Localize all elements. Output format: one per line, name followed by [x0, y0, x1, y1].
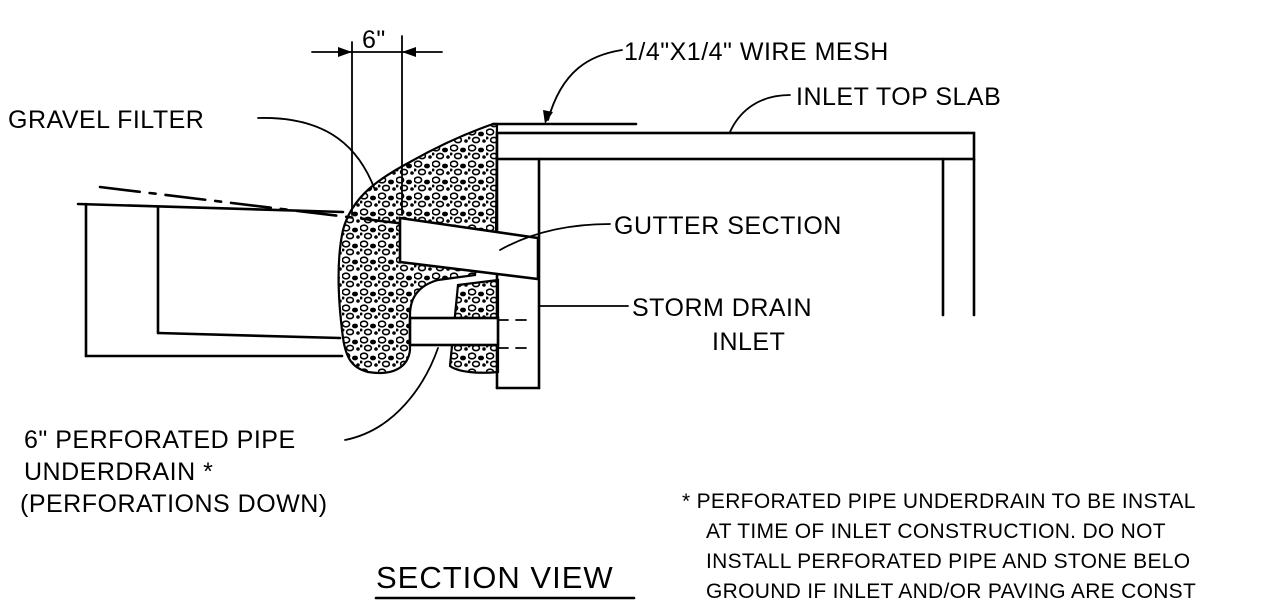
inlet-top-slab-label: INLET TOP SLAB: [796, 83, 1001, 111]
dimension-arrow-left: [338, 47, 352, 57]
storm-drain-label-line1: STORM DRAIN: [632, 294, 812, 322]
pavement-top: [76, 202, 345, 214]
footnote-line2: AT TIME OF INLET CONSTRUCTION. DO NOT: [706, 520, 1166, 543]
leader-gutter-section: [499, 223, 611, 251]
leader-wire-mesh: [547, 49, 623, 121]
footnote-line3: INSTALL PERFORATED PIPE AND STONE BELO: [706, 550, 1190, 573]
section-view-title: SECTION VIEW: [376, 560, 614, 595]
leader-inlet-top-slab: [729, 94, 791, 133]
perforated-pipe-label-line2: UNDERDRAIN *: [24, 458, 213, 486]
dimension-label: 6": [362, 26, 386, 54]
perforated-pipe-label-line1: 6" PERFORATED PIPE: [24, 426, 296, 454]
wire-mesh-label: 1/4"X1/4" WIRE MESH: [624, 38, 889, 66]
gutter-section-label: GUTTER SECTION: [614, 212, 842, 240]
footnote-line4: GROUND IF INLET AND/OR PAVING ARE CONST: [706, 580, 1196, 603]
perforated-pipe-label-line3: (PERFORATIONS DOWN): [20, 490, 328, 518]
leader-gravel-filter: [257, 117, 376, 191]
leader-wire-mesh-arrow: [543, 110, 553, 124]
leader-perforated-pipe: [344, 347, 439, 441]
gutter-section-block: [398, 216, 540, 281]
inlet-top-slab: [495, 131, 976, 161]
gravel-filter-label: GRAVEL FILTER: [8, 106, 204, 134]
dimension-arrow-right: [402, 47, 416, 57]
curb-inner-bottom: [156, 331, 342, 340]
footnote-line1: * PERFORATED PIPE UNDERDRAIN TO BE INSTA…: [682, 490, 1196, 513]
perforated-pipe: [408, 316, 500, 347]
storm-drain-label-line2: INLET: [712, 328, 785, 356]
